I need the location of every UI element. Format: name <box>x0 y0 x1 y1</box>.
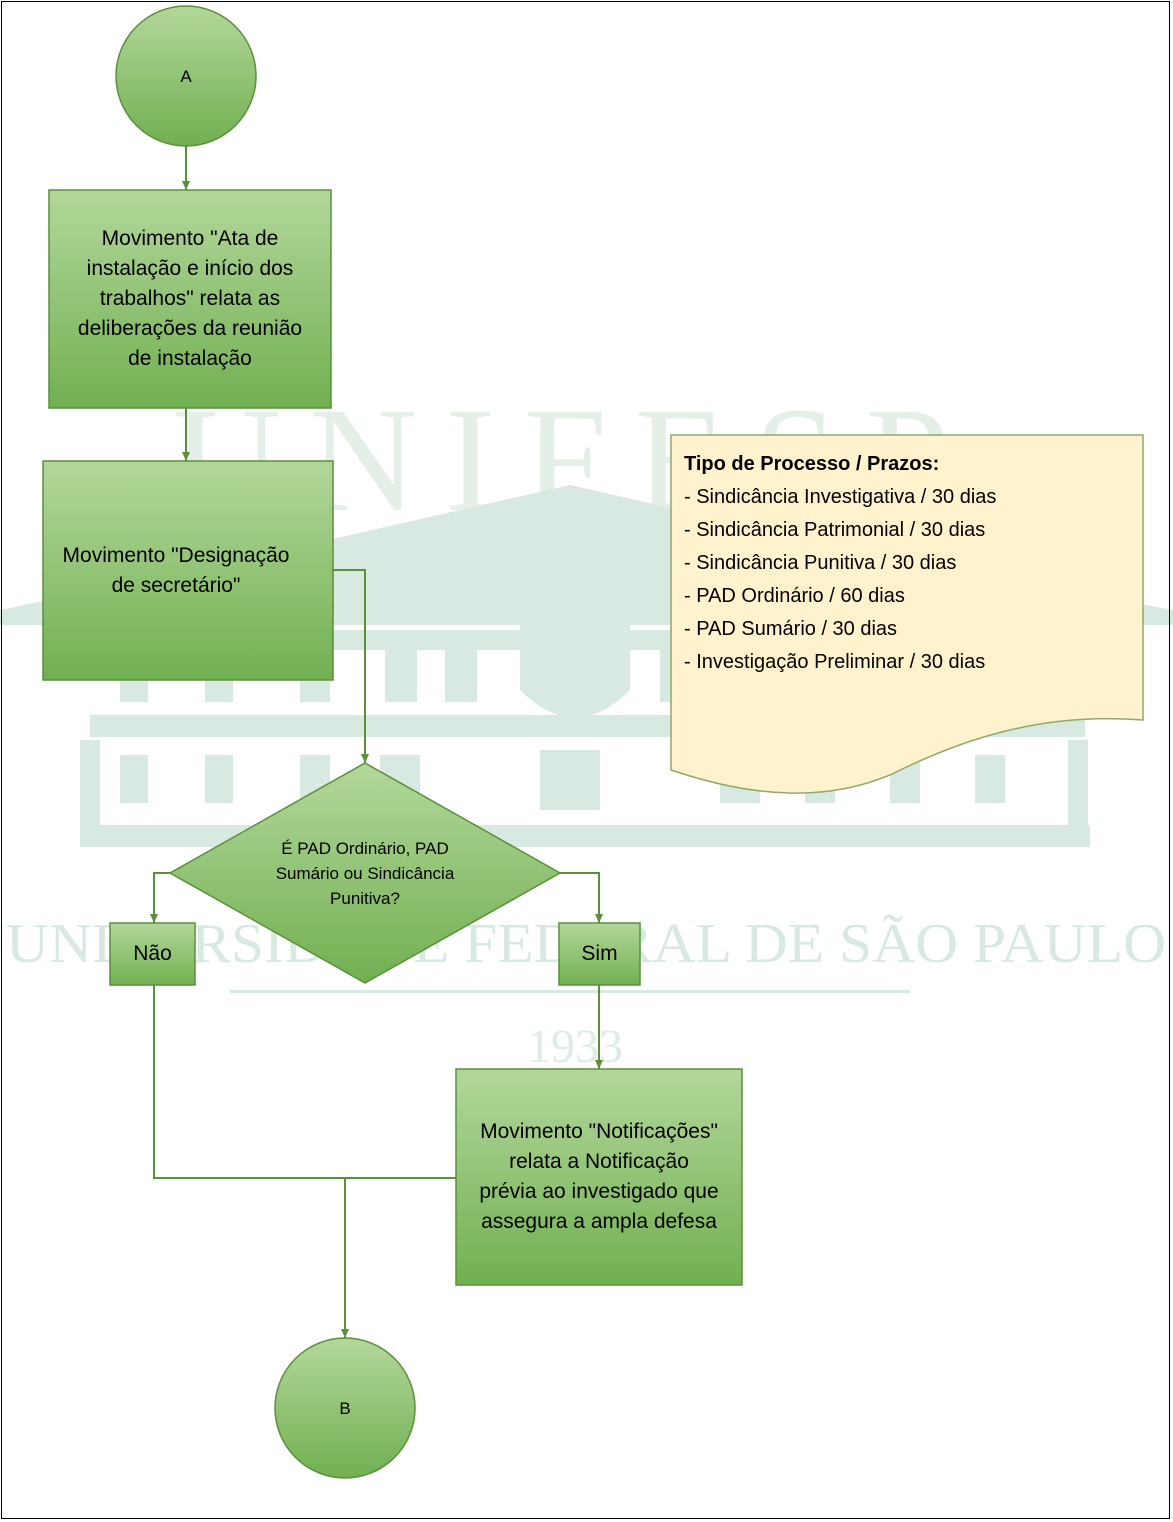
edge-decision-to-sim <box>560 872 603 923</box>
process-notificacoes-text: Movimento "Notificações" relata a Notifi… <box>479 1120 719 1233</box>
note-item: - Sindicância Punitiva / 30 dias <box>684 552 957 574</box>
edge-secretario-to-decision <box>333 569 369 763</box>
connector-lines <box>150 145 603 1338</box>
note-item: - PAD Ordinário / 60 dias <box>684 585 905 607</box>
process-ata <box>48 189 332 409</box>
connector-b <box>274 1337 416 1479</box>
decision-diamond <box>168 762 562 984</box>
note-item: - Sindicância Patrimonial / 30 dias <box>684 519 986 541</box>
process-notificacoes <box>455 1068 743 1286</box>
label-box-sim <box>558 922 641 986</box>
process-secretario <box>42 460 334 681</box>
process-secretario-text: Movimento "Designação de secretário" <box>62 544 290 597</box>
watermark-shield <box>520 600 630 718</box>
note-item: - PAD Sumário / 30 dias <box>684 618 898 640</box>
edge-nao-to-merge <box>153 985 456 1179</box>
connector-b-label: B <box>339 1398 351 1418</box>
connector-a <box>115 5 257 147</box>
decision-text: É PAD Ordinário, PAD Sumário ou Sindicân… <box>275 838 455 908</box>
note-item: - Sindicância Investigativa / 30 dias <box>684 486 997 508</box>
process-deadlines-note: Tipo de Processo / Prazos: - Sindicância… <box>684 448 1144 679</box>
note-title: Tipo de Processo / Prazos: <box>684 453 940 475</box>
watermark-year: 1933 <box>527 1020 623 1073</box>
note-shape <box>670 434 1144 794</box>
process-ata-text: Movimento "Ata de instalação e início do… <box>77 227 303 370</box>
branch-label-nao: Não <box>133 942 172 965</box>
edge-decision-to-nao <box>150 872 170 923</box>
connector-a-label: A <box>180 66 192 86</box>
label-box-nao <box>109 922 196 986</box>
note-item: - Investigação Preliminar / 30 dias <box>684 651 986 673</box>
branch-label-sim: Sim <box>581 942 618 965</box>
